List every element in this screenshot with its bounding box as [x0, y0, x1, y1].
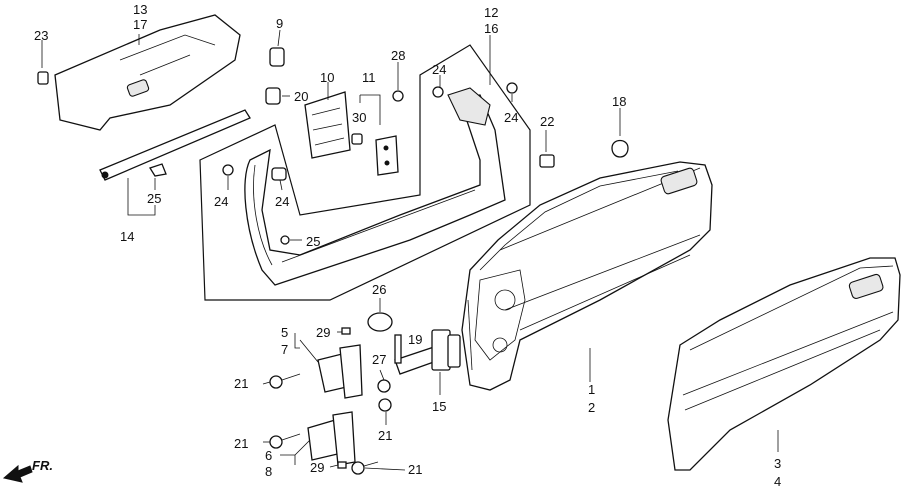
- weatherstrip-box: [199, 44, 531, 301]
- callout-3: 3: [774, 456, 781, 471]
- callout-9: 9: [276, 16, 283, 31]
- callout-14: 14: [120, 229, 134, 244]
- upper-hinge: [317, 344, 363, 399]
- callout-24-top-right: 24: [504, 110, 518, 125]
- callout-16: 16: [484, 21, 498, 36]
- callout-20: 20: [294, 89, 308, 104]
- callout-21-upper-hinge: 21: [234, 376, 248, 391]
- callout-21-lower-hinge: 21: [234, 436, 248, 451]
- callout-27: 27: [372, 352, 386, 367]
- callout-15: 15: [432, 399, 446, 414]
- door-strip: [99, 109, 251, 181]
- lower-hinge: [307, 411, 356, 466]
- callout-19: 19: [408, 332, 422, 347]
- door-checker: [394, 329, 461, 375]
- direction-label: FR.: [32, 458, 53, 473]
- callout-30: 30: [352, 110, 366, 125]
- callout-21-bottom: 21: [408, 462, 422, 477]
- callout-13: 13: [133, 2, 147, 17]
- callout-29-upper: 29: [316, 325, 330, 340]
- callout-17: 17: [133, 17, 147, 32]
- callout-8: 8: [265, 464, 272, 479]
- front-direction-arrow: FR.: [2, 458, 53, 483]
- callout-24-top-left: 24: [432, 62, 446, 77]
- callout-5: 5: [281, 325, 288, 340]
- callout-2: 2: [588, 400, 595, 415]
- callout-7: 7: [281, 342, 288, 357]
- callout-22: 22: [540, 114, 554, 129]
- callout-18: 18: [612, 94, 626, 109]
- callout-11: 11: [362, 70, 376, 85]
- callout-23: 23: [34, 28, 48, 43]
- callout-26: 26: [372, 282, 386, 297]
- door-inner-panel: [461, 161, 713, 391]
- callout-25-strip: 25: [147, 191, 161, 206]
- callout-10: 10: [320, 70, 334, 85]
- callout-25-weatherstrip: 25: [306, 234, 320, 249]
- door-trim-panel: [54, 14, 241, 131]
- door-latch: [304, 91, 399, 176]
- fasteners: [37, 47, 629, 475]
- callout-29-lower: 29: [310, 460, 324, 475]
- callout-28: 28: [391, 48, 405, 63]
- leader-lines: [41, 29, 779, 471]
- callout-12: 12: [484, 5, 498, 20]
- callout-numbers: 13 17 23 9 20 10 11 30 28 12 16 24 24 22…: [34, 2, 781, 489]
- callout-21-checker: 21: [378, 428, 392, 443]
- callout-1: 1: [588, 382, 595, 397]
- callout-4: 4: [774, 474, 781, 489]
- door-outer-skin: [667, 257, 901, 471]
- callout-6: 6: [265, 448, 272, 463]
- callout-24-left: 24: [214, 194, 228, 209]
- callout-24-mid: 24: [275, 194, 289, 209]
